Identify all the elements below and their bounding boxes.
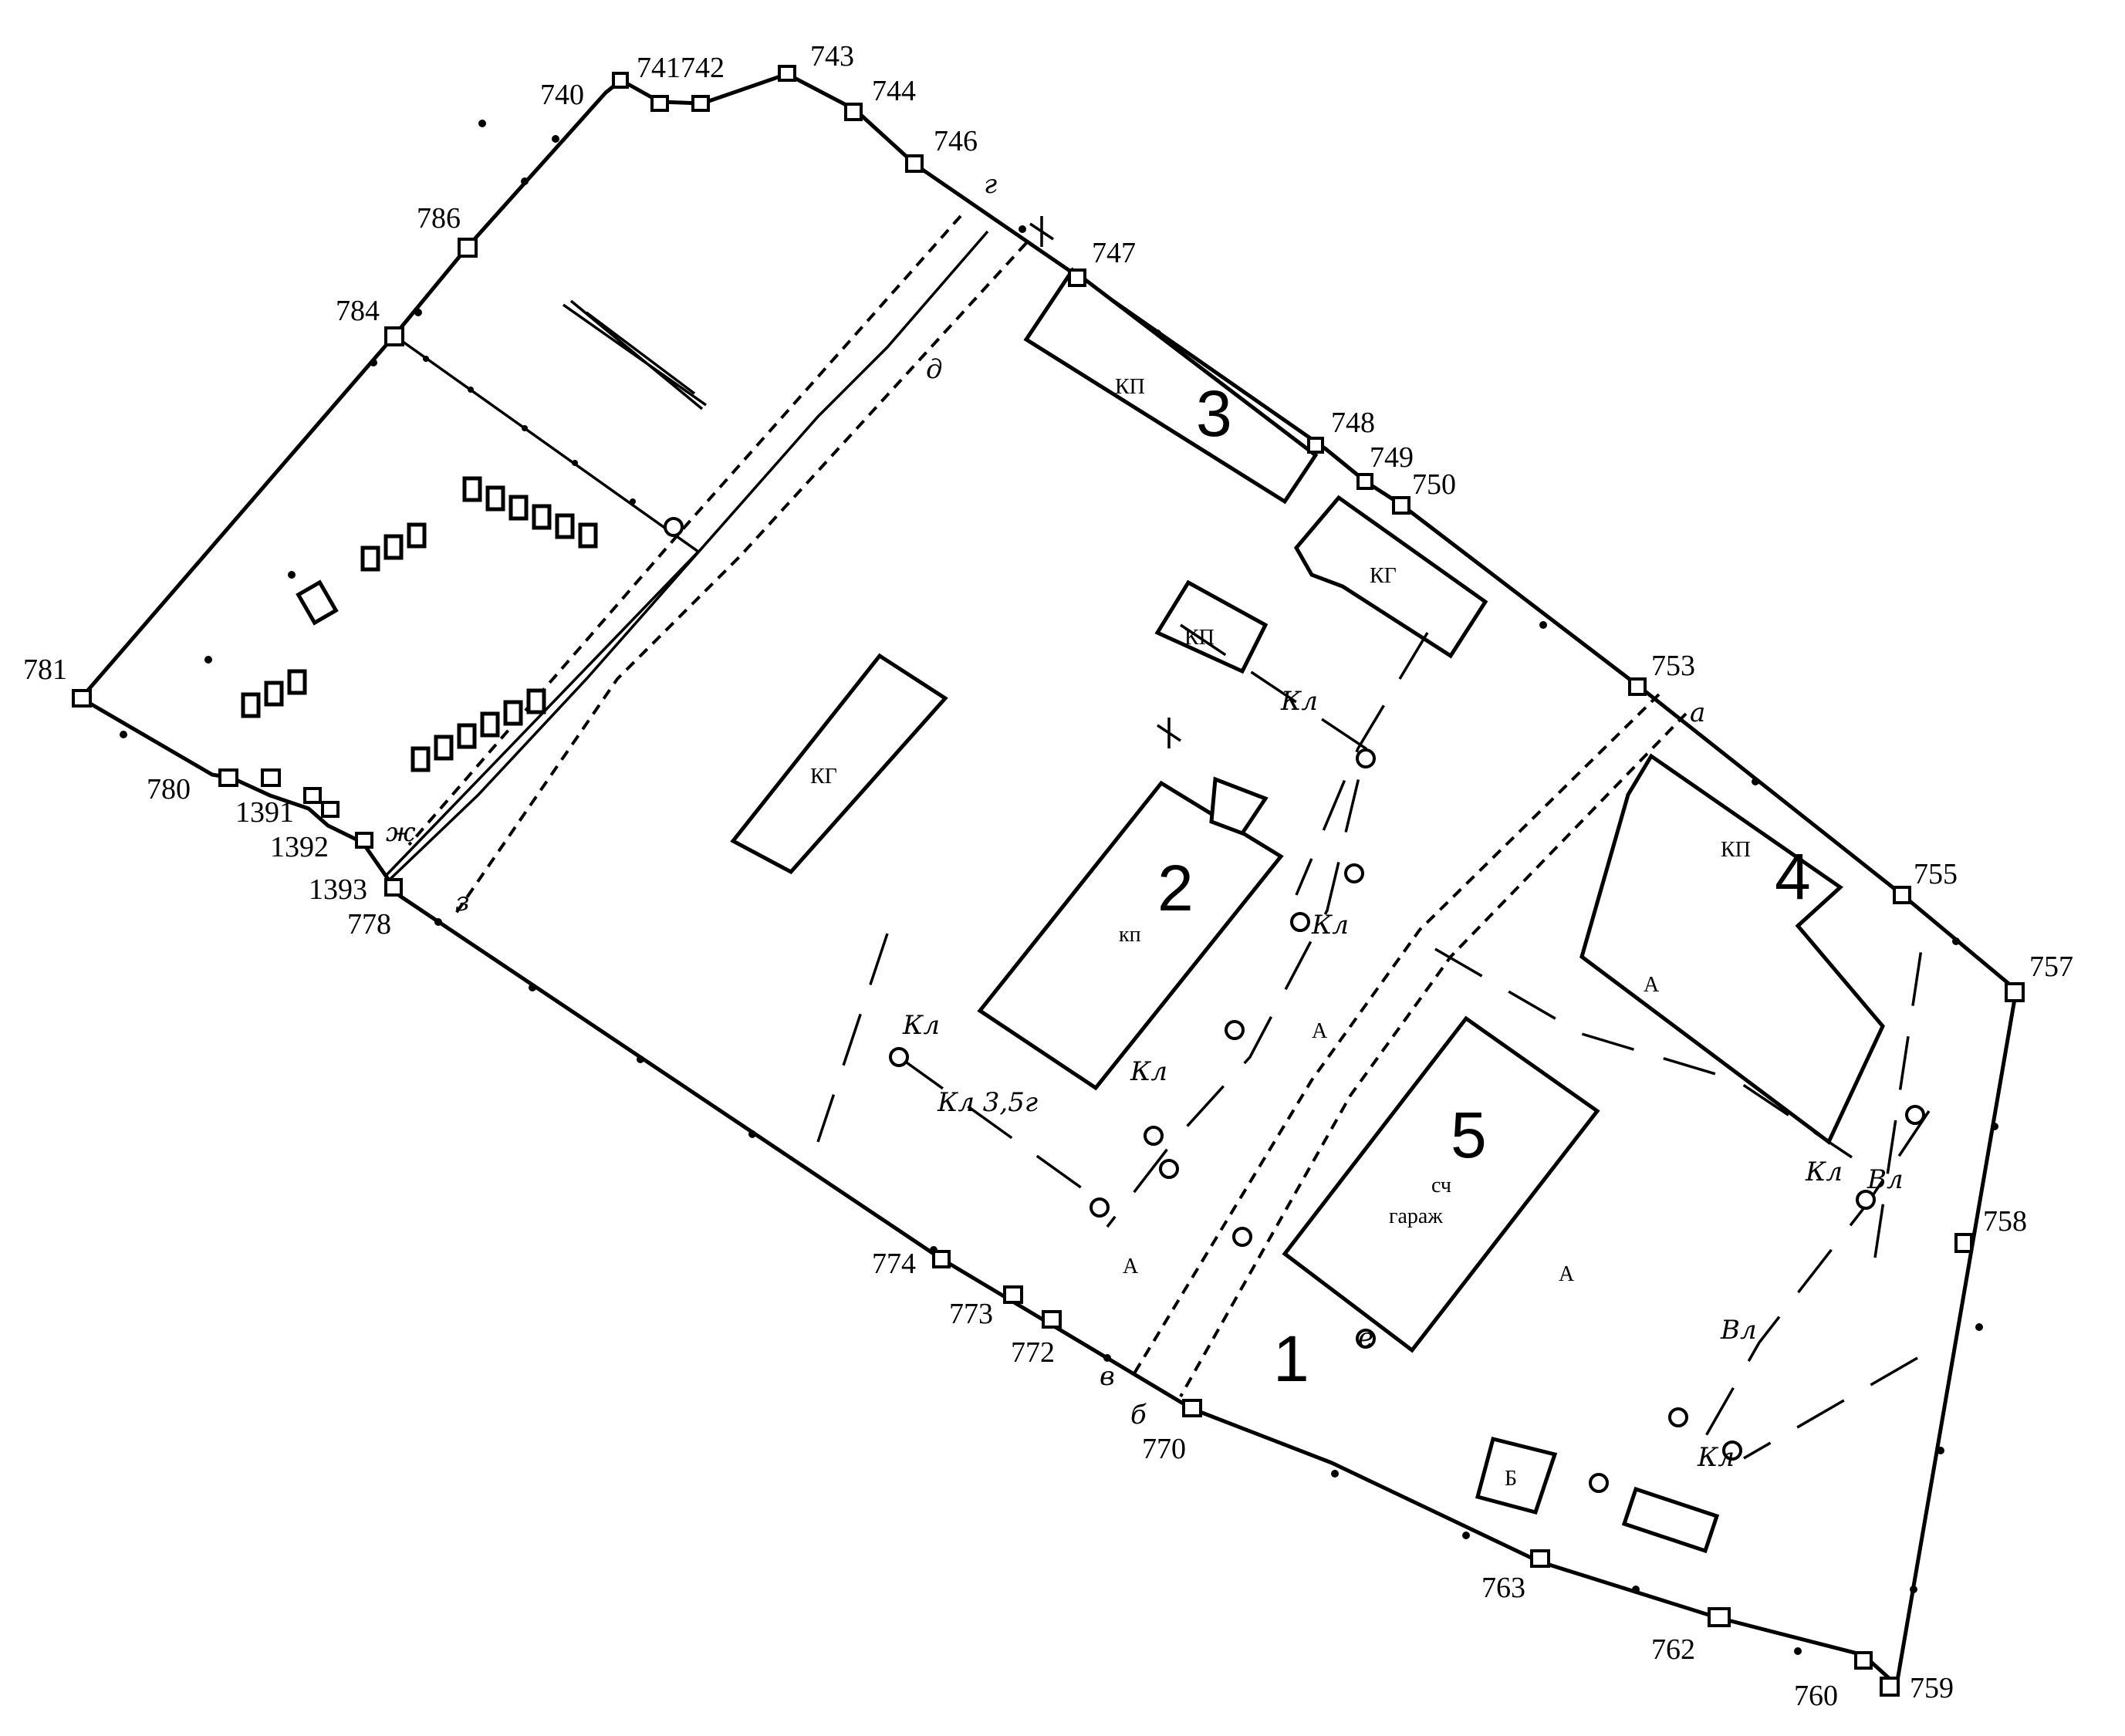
point-label-758: 758 [1983,1205,2027,1238]
point-label-759: 759 [1910,1672,1954,1704]
point-labels: 740 741742 743 744 746 747 748 749 750 7… [23,40,2073,1712]
point-label-749: 749 [1370,441,1414,474]
utility-labels: Кл Кл Кл Кл Вл Вл Кл Кл Кл 3,5г [902,686,1904,1473]
point-label-747: 747 [1092,237,1136,269]
small-structure [1621,1486,1720,1554]
zone-label-1: А [1644,973,1660,997]
fence-ticks [423,356,636,505]
point-label-760: 760 [1794,1680,1838,1712]
point-label-741742: 741742 [637,52,725,84]
utility-label-7: Кл [1697,1442,1735,1473]
road-edge-left [407,214,962,846]
point-label-753: 753 [1651,650,1695,682]
point-label-786: 786 [417,202,461,235]
building-2-material: кп [1119,923,1141,947]
building-3-number: 3 [1196,377,1232,450]
letter-v: в [1100,1361,1115,1392]
small-building-kp: КП [1154,579,1269,674]
letter-b: б [1130,1400,1147,1430]
utility-label-4: Кл [1805,1157,1843,1187]
utility-line-2 [816,933,889,1143]
building-3: КП 3 [1023,267,1319,505]
point-label-750: 750 [1412,468,1456,501]
utility-label-9: Кл 3,5г [937,1087,1038,1118]
utility-label-6: Вл [1720,1315,1757,1346]
utility-corridor-left [1133,693,1660,1375]
survey-markers [72,65,2025,1697]
wells [664,517,1925,1493]
building-4-number: 4 [1775,840,1811,913]
parking-rows [241,476,598,772]
zone-label-3: А [1123,1255,1139,1278]
building-5: 5 сч гараж [1282,1015,1600,1353]
letter-g: г [984,169,997,200]
point-label-774: 774 [872,1248,916,1280]
point-label-780: 780 [147,773,191,806]
small-building-kg-long: КГ [730,653,948,875]
point-label-744: 744 [872,75,916,107]
building-4-material: КП [1721,838,1751,862]
building-2-number: 2 [1157,852,1194,924]
utility-line-1 [1106,623,1367,1228]
utility-line-7 [1295,632,1429,896]
point-label-778: 778 [347,908,391,941]
point-label-763: 763 [1481,1572,1525,1604]
point-label-746: 746 [934,125,978,157]
building-2: 2 кп [977,776,1284,1091]
small-building-kg-top: КГ [1293,495,1488,659]
cross-markers [1029,216,1181,748]
hatched-strip [562,299,708,410]
letter-d: д [926,354,943,385]
point-label-743: 743 [810,40,854,73]
point-label-755: 755 [1914,858,1958,890]
letter-a: а [1690,697,1705,728]
letter-labels: а б в г д е ж з [386,169,1705,1430]
utility-line-6 [1743,1356,1918,1460]
utility-line-8 [1873,948,1923,1258]
utility-line-5 [1696,1110,1931,1451]
small-building-kg-long-material: КГ [810,765,837,789]
point-label-773: 773 [949,1298,993,1330]
utility-corridor-right [1179,712,1688,1397]
point-label-762: 762 [1651,1633,1695,1666]
point-label-757: 757 [2029,951,2073,983]
point-label-770: 770 [1142,1433,1186,1465]
utility-label-1: Кл [1280,686,1318,717]
utility-label-3: Кл [1130,1056,1167,1087]
letter-z: з [455,887,470,917]
zone-label-2: А [1559,1262,1575,1286]
road-center-line [388,230,989,881]
zone-labels: А А А А [1123,973,1660,1286]
letter-e: е [1358,1322,1373,1353]
building-4: КП 4 [1579,753,1885,1145]
point-label-784: 784 [336,295,380,327]
utility-line-3 [897,1055,1105,1205]
area-number: 1 [1273,1322,1309,1395]
small-building-kg-top-material: КГ [1370,564,1397,588]
letter-zh: ж [386,817,416,848]
zone-label-4: А [1312,1019,1328,1043]
point-label-748: 748 [1331,407,1375,439]
small-building-b: Б [1475,1436,1558,1515]
point-label-1391: 1391 [235,796,294,829]
small-building-b-material: Б [1505,1467,1517,1491]
building-3-material: КП [1115,375,1145,399]
point-label-1393: 1393 [309,873,367,906]
building-5-material: сч [1431,1174,1451,1197]
building-5-number: 5 [1451,1099,1487,1171]
utility-label-2: Кл [1311,910,1349,941]
point-label-1392: 1392 [270,831,329,863]
road-edge-right [454,241,1028,916]
utility-label-8: Кл [902,1010,940,1041]
point-label-772: 772 [1011,1336,1055,1369]
utility-label-5: Вл [1867,1164,1904,1195]
point-label-740: 740 [540,79,584,111]
point-label-781: 781 [23,654,67,686]
building-5-name: гараж [1389,1204,1443,1228]
